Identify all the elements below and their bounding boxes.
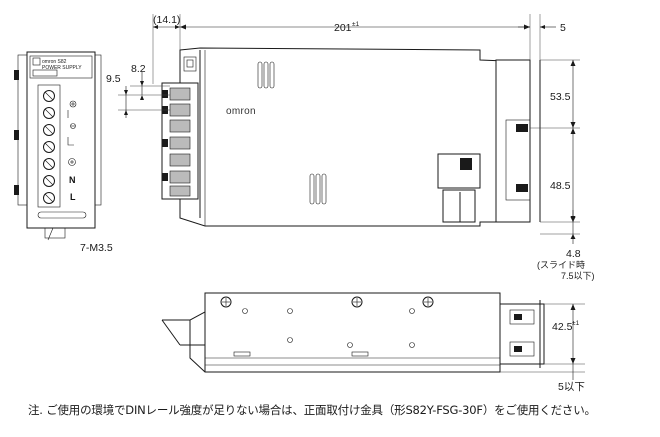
dim-slide-value: 4.8: [566, 248, 581, 260]
dim-terminal-pitch: 9.5: [106, 73, 121, 85]
vent-slots-upper: [257, 61, 275, 89]
terminal-n-label: N: [69, 175, 76, 185]
dim-length-tol: ±1: [352, 21, 360, 28]
dim-right-gap: 5: [560, 22, 566, 34]
dim-width-tol: ±1: [572, 320, 580, 327]
front-terminal-screws: [43, 90, 55, 204]
front-view: omron S82 POWER SUPPLY N L 7-M3.: [14, 51, 113, 254]
screw-spec-label: 7-M3.5: [80, 242, 113, 254]
terminal-l-label: L: [70, 192, 76, 202]
dim-depth-front: (14.1): [153, 14, 180, 26]
side-view: omron: [161, 47, 541, 227]
dim-terminal-height: 8.2: [131, 63, 146, 75]
dim-length-main: 201: [334, 22, 352, 34]
terminal-dimensions: 8.2 9.5: [106, 63, 170, 118]
bottom-screws: [220, 296, 434, 308]
dim-slide-note-1: (スライド時: [537, 260, 585, 270]
dim-width-value: 42.5: [552, 321, 573, 333]
dim-slide-note-2: 7.5以下): [561, 271, 595, 281]
front-sub-label: POWER SUPPLY: [42, 65, 82, 71]
dim-lower-height: 48.5: [550, 180, 571, 192]
din-rail-bracket: [437, 59, 541, 223]
top-dimensions: (14.1) 201 ±1 5: [152, 14, 566, 84]
dim-bottom-gap: 5以下: [558, 381, 585, 393]
bottom-vent-rows: [233, 351, 369, 357]
brand-logo: omron: [226, 106, 256, 117]
bottom-holes: [242, 308, 415, 348]
right-dimensions: 53.5 48.5 4.8 (スライド時 7.5以下): [530, 59, 595, 281]
bottom-rail-clip: [499, 300, 545, 368]
polarity-markings: [67, 100, 77, 166]
footnote: 注. ご使用の環境でDINレール強度が足りない場合は、正面取付け金具（形S82Y…: [28, 403, 596, 417]
bottom-view: [161, 292, 545, 373]
dim-upper-height: 53.5: [550, 91, 571, 103]
bottom-dimensions: 42.5 ±1 5以下: [500, 303, 585, 393]
side-terminal-block: [161, 82, 199, 200]
front-brand-label: omron S82: [42, 59, 67, 65]
vent-slots-lower: [309, 173, 327, 205]
